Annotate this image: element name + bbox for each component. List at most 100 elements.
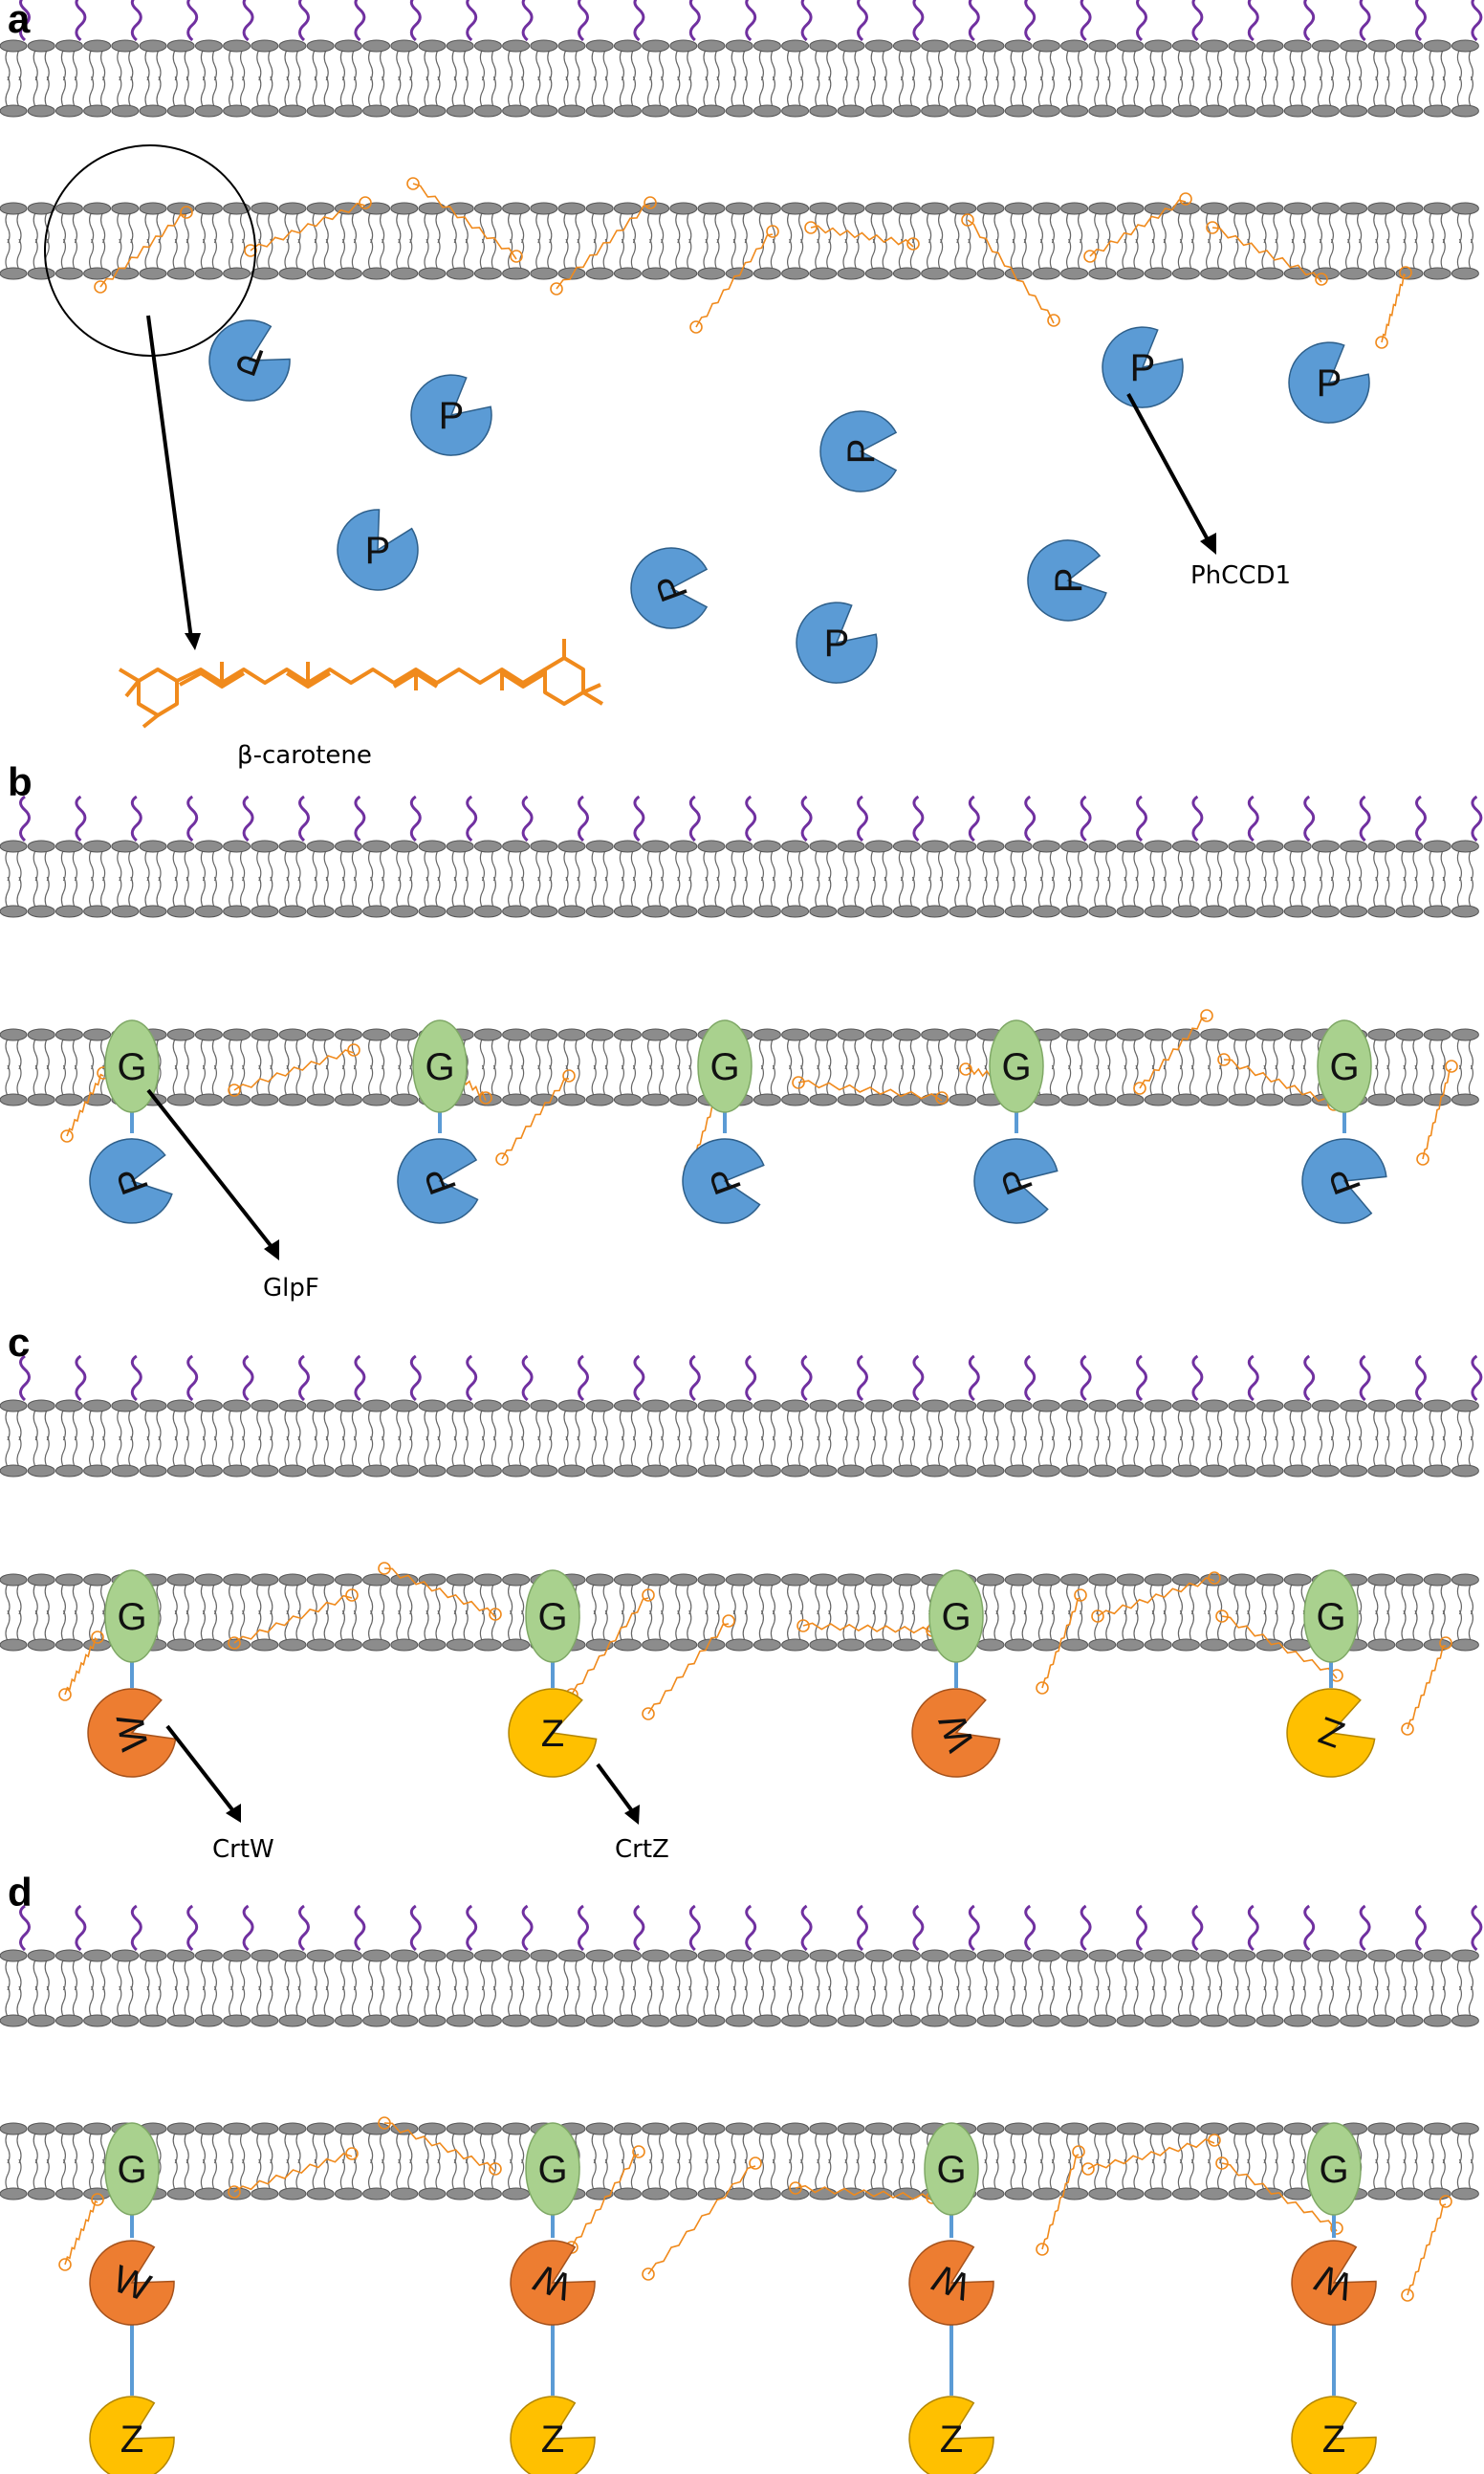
- lipid-head: [1423, 2014, 1451, 2027]
- lipid-tail: [770, 1609, 775, 1642]
- lipid-head: [278, 104, 307, 118]
- lipid-tail: [435, 2132, 441, 2164]
- lipid-tail: [491, 49, 496, 81]
- lipid-tail: [1122, 1038, 1127, 1070]
- lipid-tail: [1094, 1985, 1100, 2018]
- lipid-tail: [491, 1609, 496, 1642]
- lipid-tail: [1385, 49, 1390, 81]
- lipid-tail: [1468, 238, 1473, 271]
- lipid-tail: [508, 76, 513, 108]
- lipid-tail: [1049, 1959, 1055, 1991]
- lipid-head: [949, 1093, 977, 1106]
- lipid-tail: [591, 211, 597, 244]
- lipid-head: [334, 39, 362, 53]
- lipid-tail: [575, 1435, 580, 1468]
- lipid-tail: [798, 1985, 804, 2018]
- lipid-tail: [479, 1064, 485, 1097]
- lipid-head: [1367, 840, 1396, 853]
- carotene-molecule-18: [1133, 1009, 1213, 1095]
- lipid-tail: [938, 76, 944, 108]
- lipid-head: [949, 1399, 977, 1412]
- lipid-tail: [927, 1985, 932, 2018]
- lipid-tail: [312, 2158, 317, 2191]
- lipid-tail: [870, 2132, 876, 2164]
- lipid-tail: [351, 1064, 357, 1097]
- lipid-tail: [491, 238, 496, 271]
- lipid-tail: [380, 1038, 385, 1070]
- carotene-chain: [1041, 1597, 1081, 1689]
- lipid-tail: [982, 2158, 988, 2191]
- lipid-tail: [1217, 49, 1223, 81]
- outer-membrane-b-tails: [5, 849, 1473, 909]
- lipid-tail: [184, 2132, 189, 2164]
- lipid-head: [223, 202, 251, 215]
- lipid-head: [669, 202, 698, 215]
- lipid-tail: [33, 2158, 38, 2191]
- lps-chain: [1471, 795, 1483, 843]
- outer-membrane-c-heads: [0, 1399, 1479, 1478]
- lipid-head: [306, 1399, 335, 1412]
- lipid-tail: [787, 1985, 793, 2018]
- lipid-tail: [339, 876, 345, 909]
- lipid-tail: [898, 876, 904, 909]
- lipid-tail: [268, 2158, 273, 2191]
- lipid-head: [1395, 1573, 1424, 1587]
- lipid-tail: [72, 238, 77, 271]
- lipid-head: [1144, 2122, 1172, 2135]
- lipid-tail: [1122, 1609, 1127, 1642]
- carotene-ring: [228, 2185, 241, 2199]
- lipid-head: [139, 202, 167, 215]
- lipid-tail: [128, 876, 134, 909]
- lipid-tail: [1429, 49, 1434, 81]
- lipid-tail: [815, 1985, 820, 2018]
- lipid-tail: [117, 76, 122, 108]
- lipid-tail: [898, 1409, 904, 1441]
- lipid-tail: [256, 1609, 262, 1642]
- lipid-tail: [451, 76, 457, 108]
- lipid-tail: [1245, 1038, 1251, 1070]
- lipid-head: [306, 1949, 335, 1962]
- lipid-tail: [1456, 1435, 1462, 1468]
- lipid-tail: [882, 849, 887, 882]
- lps-chain: [75, 0, 87, 42]
- lipid-tail: [295, 1038, 301, 1070]
- lipid-tail: [909, 238, 915, 271]
- lipid-head: [837, 39, 865, 53]
- lipid-head: [418, 267, 447, 280]
- lipid-tail: [787, 1038, 793, 1070]
- lipid-tail: [33, 1038, 38, 1070]
- lipid-tail: [407, 1064, 413, 1097]
- lipid-tail: [229, 1609, 234, 1642]
- lipid-head: [306, 2122, 335, 2135]
- lipid-tail: [770, 849, 775, 882]
- lipid-head: [837, 1638, 865, 1652]
- lipid-tail: [1122, 849, 1127, 882]
- lipid-head: [585, 1028, 614, 1041]
- lipid-tail: [815, 2132, 820, 2164]
- lps-chain: [800, 1354, 813, 1402]
- lipid-tail: [100, 849, 106, 882]
- lipid-tail: [1037, 1435, 1043, 1468]
- lipid-tail: [1149, 76, 1155, 108]
- lipid-tail: [1357, 876, 1363, 909]
- lipid-tail: [966, 238, 971, 271]
- lipid-tail: [815, 76, 820, 108]
- lipid-tail: [396, 1609, 402, 1642]
- lipid-tail: [602, 2132, 608, 2164]
- lipid-head: [83, 104, 112, 118]
- phccd1-free-8: P: [796, 602, 878, 684]
- carotene-molecule-31: [58, 2193, 104, 2271]
- lipid-tail: [675, 1959, 681, 1991]
- phccd1-free-5-letter: P: [365, 530, 391, 572]
- lipid-head: [1451, 2014, 1479, 2027]
- lipid-head: [1144, 202, 1172, 215]
- lipid-tail: [44, 1583, 50, 1615]
- lipid-head: [334, 1028, 362, 1041]
- lipid-head: [1088, 1399, 1117, 1412]
- lipid-tail: [1468, 1609, 1473, 1642]
- lipid-tail: [60, 876, 66, 909]
- lipid-tail: [451, 1959, 457, 1991]
- lipid-head: [669, 2014, 698, 2027]
- phccd1-free-6-letter: P: [840, 439, 883, 465]
- lipid-head: [473, 104, 502, 118]
